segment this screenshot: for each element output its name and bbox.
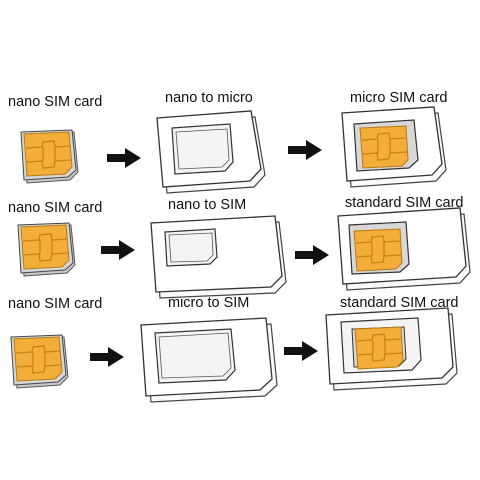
row2-nano-sim [17, 222, 76, 277]
row1-adapter-label: nano to micro [165, 90, 253, 106]
row1-nano-sim [20, 129, 79, 184]
row2-adapter [150, 215, 287, 299]
row3-nano-label: nano SIM card [8, 296, 103, 312]
row2-result-label: standard SIM card [345, 195, 464, 211]
row2-arrow-left [101, 240, 135, 260]
row1-adapter [156, 110, 266, 194]
row2-adapter-label: nano to SIM [168, 197, 247, 213]
row2-result-card [337, 207, 471, 291]
row3-adapter-label: micro to SIM [168, 295, 250, 311]
row3-result-label: standard SIM card [340, 295, 459, 311]
row3-result-card [325, 307, 458, 391]
row1-result-label: micro SIM card [350, 90, 448, 106]
row1-arrow-left [107, 148, 141, 168]
row2-nano-label: nano SIM card [8, 200, 103, 216]
row3-nano-sim [10, 334, 69, 389]
row3-adapter [140, 317, 278, 403]
row2-arrow-right [295, 245, 329, 265]
row3-arrow-left [90, 347, 124, 367]
row3-arrow-right [284, 341, 318, 361]
row1-result-card [341, 106, 447, 188]
row1-nano-label: nano SIM card [8, 94, 103, 110]
row1-arrow-right [288, 140, 322, 160]
